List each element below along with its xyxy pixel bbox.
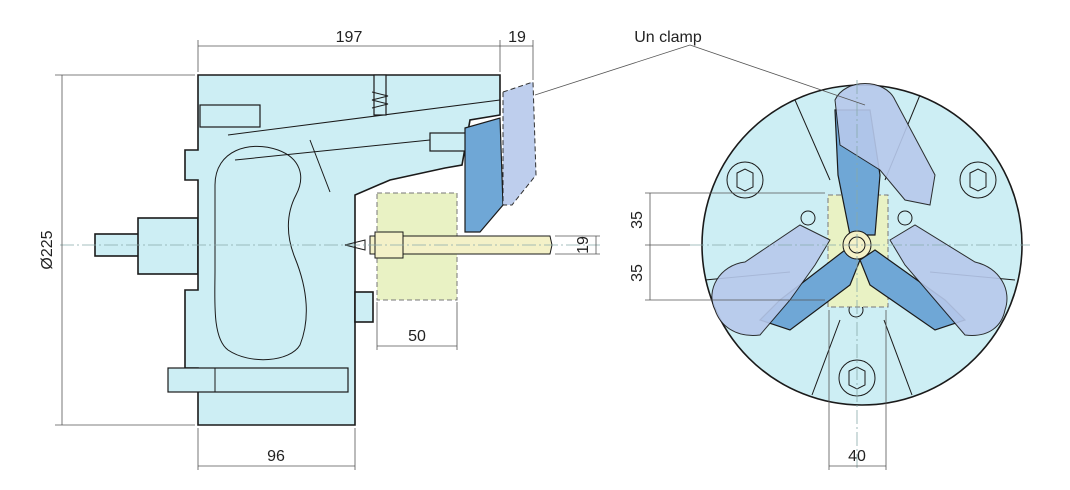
rear-hub [137,217,199,275]
front-plate [354,291,374,323]
top-bolt [199,104,261,128]
inclined-bore [227,99,501,193]
dim-19-pin: 19 [575,236,592,254]
dim-35-lower: 35 [629,264,646,282]
jaw-unclamp-right [889,224,1008,336]
jaw-unclamp-left [711,224,831,336]
jaw-unclamp-side [502,81,537,206]
side-section-view [60,74,600,426]
side-dimensions: 197 19 Ø225 19 50 96 [39,29,600,470]
jaw-unclamp-top [834,83,936,206]
dim-197: 197 [336,29,363,46]
inner-cavity [214,145,307,361]
dim-50: 50 [408,328,426,345]
dim-35-upper: 35 [629,211,646,229]
dim-40: 40 [848,448,866,465]
jaw-dark-side [464,117,504,233]
front-view [690,80,1030,470]
lower-bolt [167,367,349,393]
unclamp-callout: Un clamp [534,29,866,106]
spring [371,91,389,109]
mount-bolts [726,161,997,397]
main-housing [184,74,501,426]
dim-96: 96 [267,448,285,465]
callout-label: Un clamp [634,29,702,46]
dim-19-top: 19 [508,29,526,46]
front-dimensions: 35 35 40 [629,192,887,470]
dim-diameter: Ø225 [39,230,56,269]
